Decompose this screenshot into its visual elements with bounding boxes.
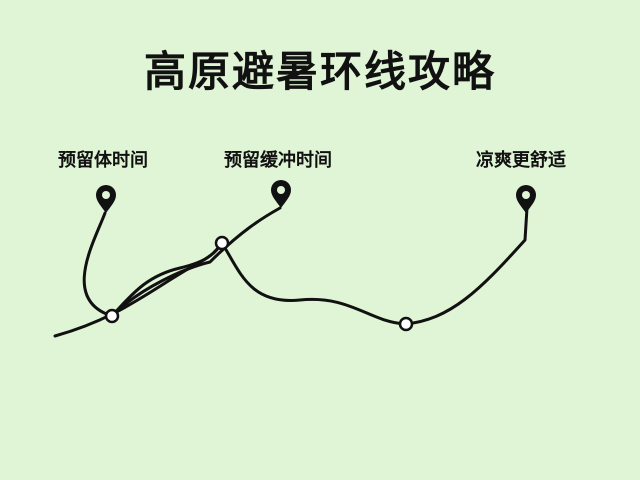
route-node: [104, 308, 120, 324]
map-pin-icon: [96, 185, 116, 213]
page-title: 高原避暑环线攻略: [143, 47, 496, 96]
label-second: 预留缓冲时间: [224, 150, 332, 171]
map-pin-icon: [271, 180, 291, 208]
route-line-cross: [110, 241, 224, 318]
route-node: [214, 235, 230, 251]
route-node: [398, 316, 414, 332]
label-third: 凉爽更舒适: [476, 150, 566, 171]
map-pin-icon: [516, 185, 536, 213]
route-line-lower: [53, 206, 529, 338]
route-line-upper: [82, 206, 282, 318]
label-first: 预留体时间: [58, 150, 148, 171]
